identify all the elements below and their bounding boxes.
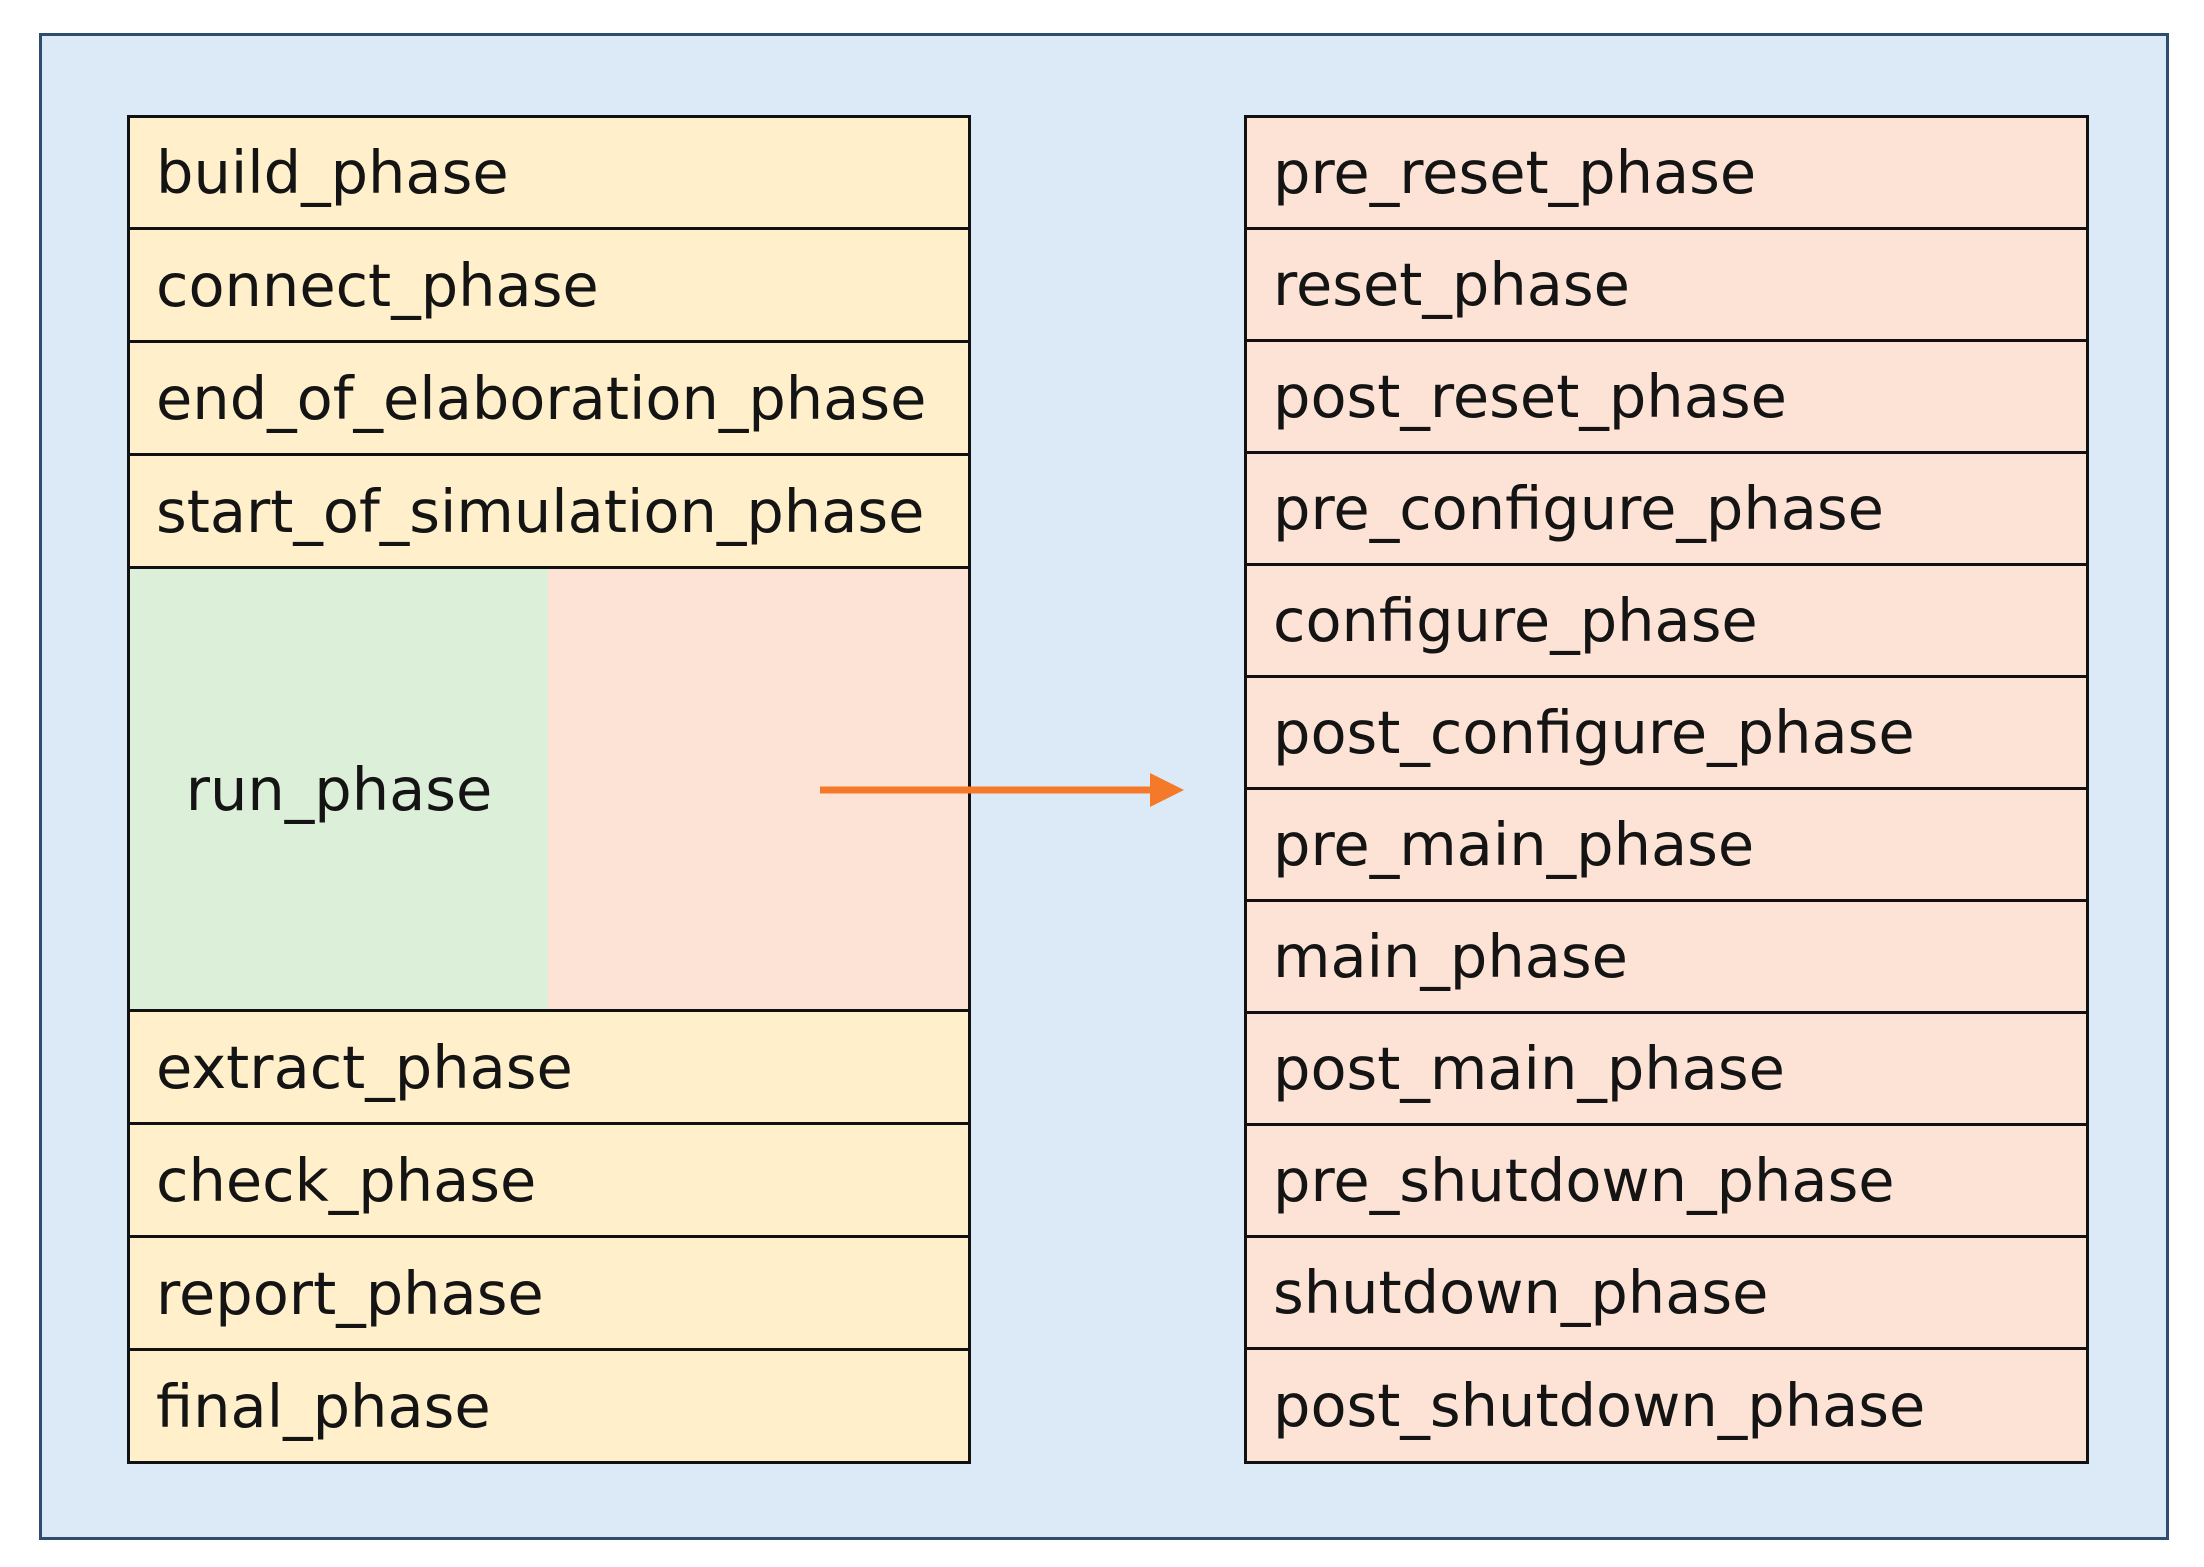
- phase-post-main: post_main_phase: [1244, 1011, 2089, 1126]
- phase-label: post_main_phase: [1273, 1034, 1785, 1103]
- phase-label: pre_reset_phase: [1273, 138, 1757, 207]
- phase-label: configure_phase: [1273, 586, 1758, 655]
- phase-main: main_phase: [1244, 899, 2089, 1014]
- phase-post-reset: post_reset_phase: [1244, 339, 2089, 454]
- phase-check: check_phase: [127, 1122, 971, 1238]
- phase-label: run_phase: [185, 754, 493, 824]
- phase-end-of-elaboration: end_of_elaboration_phase: [127, 340, 971, 456]
- phase-connect: connect_phase: [127, 227, 971, 343]
- phase-pre-main: pre_main_phase: [1244, 787, 2089, 902]
- phase-label: post_configure_phase: [1273, 698, 1915, 767]
- phase-label: check_phase: [156, 1145, 537, 1215]
- phase-post-shutdown: post_shutdown_phase: [1244, 1347, 2089, 1464]
- phase-label: reset_phase: [1273, 250, 1630, 319]
- phase-label: shutdown_phase: [1273, 1258, 1769, 1327]
- phase-label: pre_shutdown_phase: [1273, 1146, 1895, 1215]
- phase-label: post_shutdown_phase: [1273, 1371, 1926, 1440]
- runtime-phases-slot: [548, 566, 971, 1012]
- phase-shutdown: shutdown_phase: [1244, 1235, 2089, 1350]
- phase-label: end_of_elaboration_phase: [156, 363, 927, 433]
- phase-build: build_phase: [127, 115, 971, 230]
- phase-label: post_reset_phase: [1273, 362, 1787, 431]
- phase-label: build_phase: [156, 138, 509, 207]
- phase-label: start_of_simulation_phase: [156, 476, 925, 546]
- phase-label: pre_main_phase: [1273, 810, 1755, 879]
- phase-label: connect_phase: [156, 250, 599, 320]
- phase-post-configure: post_configure_phase: [1244, 675, 2089, 790]
- phase-label: report_phase: [156, 1258, 544, 1328]
- phase-configure: configure_phase: [1244, 563, 2089, 678]
- phase-extract: extract_phase: [127, 1009, 971, 1125]
- phase-label: main_phase: [1273, 922, 1628, 991]
- phase-label: extract_phase: [156, 1032, 573, 1102]
- phase-pre-shutdown: pre_shutdown_phase: [1244, 1123, 2089, 1238]
- phase-label: final_phase: [156, 1371, 491, 1441]
- phase-report: report_phase: [127, 1235, 971, 1351]
- phase-reset: reset_phase: [1244, 227, 2089, 342]
- phase-run: run_phase: [127, 566, 551, 1012]
- phase-pre-reset: pre_reset_phase: [1244, 115, 2089, 230]
- run-phase-block: run_phase: [127, 566, 971, 1012]
- phase-final: final_phase: [127, 1348, 971, 1464]
- phase-start-of-simulation: start_of_simulation_phase: [127, 453, 971, 569]
- phase-label: pre_configure_phase: [1273, 474, 1884, 543]
- phase-pre-configure: pre_configure_phase: [1244, 451, 2089, 566]
